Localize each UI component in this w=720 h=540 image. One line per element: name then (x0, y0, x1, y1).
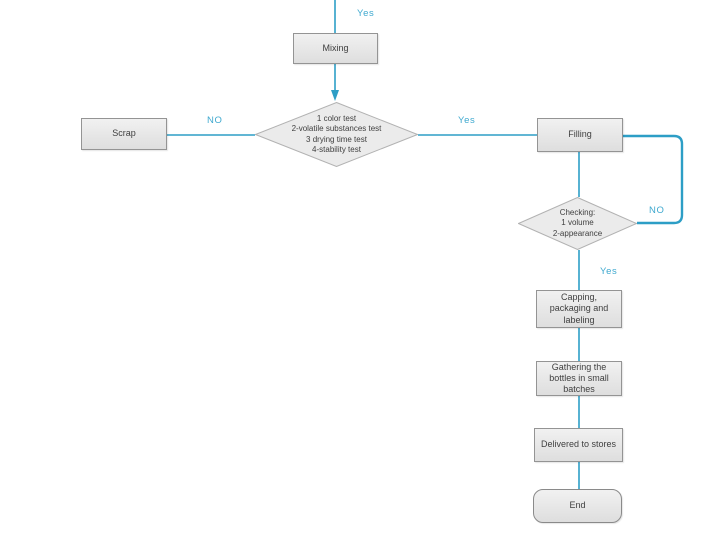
node-end-label: End (569, 500, 586, 511)
checking-decision-line: 2-appearance (552, 228, 603, 238)
node-filling: Filling (537, 118, 623, 152)
node-gathering: Gathering the bottles in small batches (536, 361, 622, 396)
checking-decision-diamond-shape (518, 197, 637, 250)
node-scrap: Scrap (81, 118, 167, 150)
edge-label-no-left: NO (207, 115, 223, 126)
test-decision-line: 2-volatile substances test (291, 124, 382, 134)
node-filling-label: Filling (568, 129, 592, 140)
edge-label-no-loop: NO (649, 205, 665, 216)
node-gathering-label: Gathering the bottles in small batches (549, 361, 609, 395)
edge-label-yes-right: Yes (458, 115, 476, 126)
edge-label-yes-top: Yes (357, 8, 375, 19)
arrowhead-into-test-decision (331, 90, 339, 101)
checking-decision-text: Checking: 1 volume 2-appearance (518, 197, 637, 250)
checking-decision-line: Checking: (559, 207, 596, 217)
connector-no-loop-checking-to-filling (623, 134, 684, 225)
node-test-decision: 1 color test 2-volatile substances test … (255, 102, 418, 167)
node-scrap-label: Scrap (112, 128, 136, 139)
test-decision-diamond-shape (255, 102, 418, 167)
node-end: End (533, 489, 622, 523)
test-decision-line: 1 color test (316, 113, 357, 123)
node-mixing: Mixing (293, 33, 378, 64)
node-delivered-label: Delivered to stores (540, 439, 617, 450)
node-capping: Capping, packaging and labeling (536, 290, 622, 328)
edge-label-yes-below-checking: Yes (600, 266, 618, 277)
node-capping-label: Capping, packaging and labeling (549, 292, 609, 325)
test-decision-text: 1 color test 2-volatile substances test … (255, 102, 418, 167)
node-mixing-label: Mixing (322, 42, 349, 53)
checking-decision-line: 1 volume (561, 218, 594, 228)
test-decision-line: 3 drying time test (306, 134, 367, 144)
node-checking-decision: Checking: 1 volume 2-appearance (518, 197, 637, 250)
test-decision-line: 4-stability test (312, 144, 361, 154)
node-delivered: Delivered to stores (534, 428, 623, 462)
